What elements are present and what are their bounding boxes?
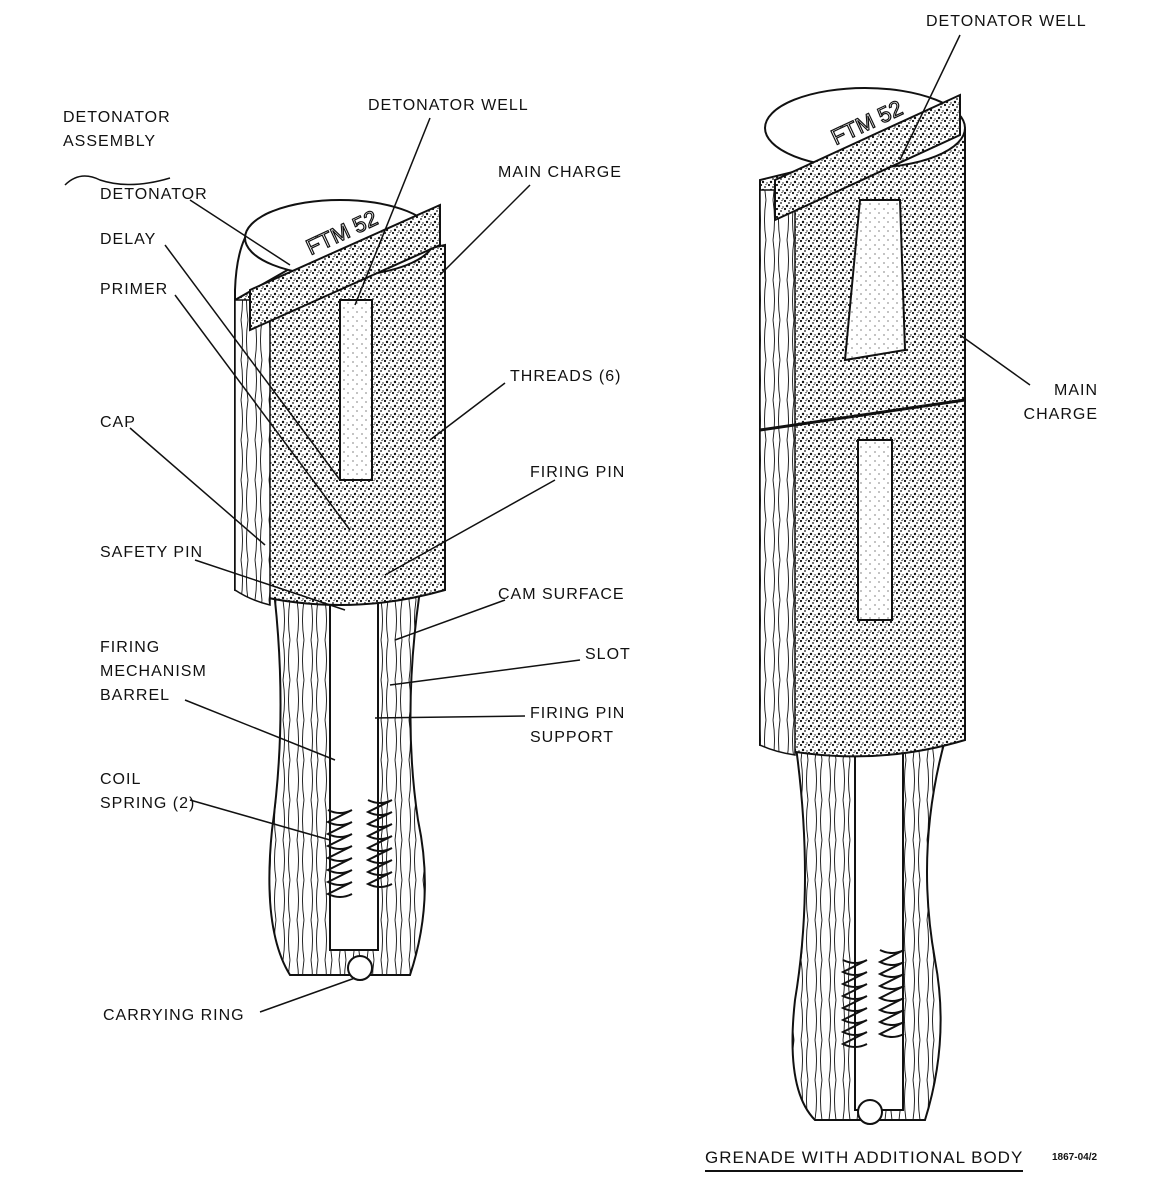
- label-firing-mechanism-barrel: FIRING MECHANISM BARREL: [100, 636, 207, 708]
- label-coil-spring: COIL SPRING (2): [100, 768, 195, 816]
- label-line: FIRING: [100, 639, 161, 656]
- coil-springs: [325, 799, 393, 898]
- label-detonator: DETONATOR: [100, 186, 208, 203]
- label-slot: SLOT: [585, 646, 631, 663]
- label-primer: PRIMER: [100, 281, 169, 298]
- label-delay: DELAY: [100, 231, 157, 248]
- label-line: BARREL: [100, 687, 171, 704]
- right-grenade: FTM 52: [759, 87, 966, 1125]
- label-line: CHARGE: [1023, 406, 1098, 423]
- label-line: SUPPORT: [530, 729, 615, 746]
- label-carrying-ring: CARRYING RING: [103, 1007, 245, 1024]
- label-right-main-charge: MAIN CHARGE: [1020, 379, 1098, 427]
- label-cap: CAP: [100, 414, 136, 431]
- label-line: SPRING (2): [100, 795, 196, 812]
- left-grenade: FTM 52: [234, 199, 446, 981]
- label-safety-pin: SAFETY PIN: [100, 544, 204, 561]
- label-right-detonator-well: DETONATOR WELL: [926, 13, 1087, 30]
- label-detonator-well: DETONATOR WELL: [368, 97, 529, 114]
- figure-caption: GRENADE WITH ADDITIONAL BODY: [705, 1148, 1024, 1172]
- label-line: MAIN: [1054, 382, 1098, 399]
- carrying-ring: [347, 955, 373, 981]
- leader-lines: [64, 34, 1031, 1013]
- label-line: MECHANISM: [100, 663, 207, 680]
- label-cam-surface: CAM SURFACE: [498, 586, 625, 603]
- label-line: DETONATOR: [63, 109, 171, 126]
- label-firing-pin: FIRING PIN: [530, 464, 626, 481]
- label-line: FIRING PIN: [530, 705, 626, 722]
- label-threads: THREADS (6): [510, 368, 622, 385]
- label-line: ASSEMBLY: [63, 133, 157, 150]
- label-main-charge: MAIN CHARGE: [498, 164, 622, 181]
- label-line: COIL: [100, 771, 142, 788]
- label-firing-pin-support: FIRING PIN SUPPORT: [530, 702, 625, 750]
- label-detonator-assembly: DETONATOR ASSEMBLY: [63, 106, 171, 154]
- figure-code: 1867-04/2: [1052, 1152, 1098, 1163]
